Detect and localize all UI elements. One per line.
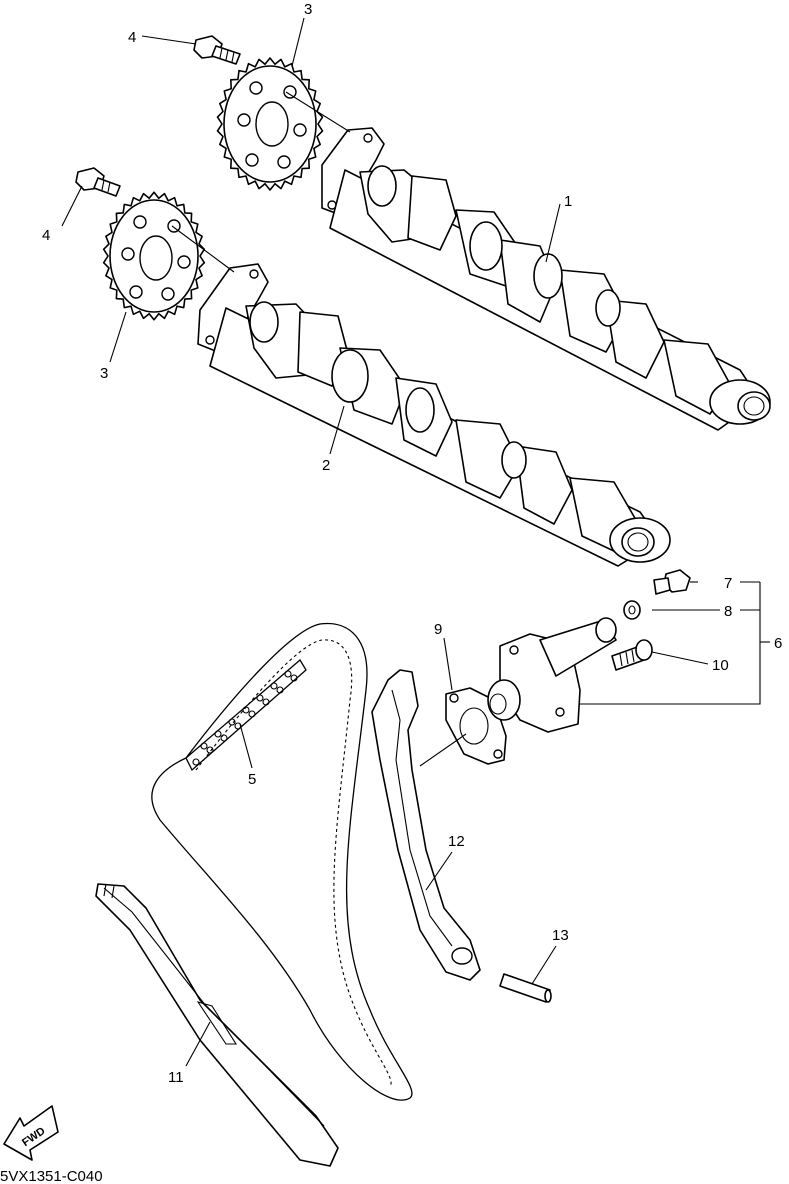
chain-guide-11 [95, 883, 339, 1167]
callout-10: 10 [712, 657, 729, 674]
timing-chain [151, 622, 413, 1101]
callout-5: 5 [248, 771, 256, 788]
chain-guide-12 [371, 669, 481, 981]
callout-4-top: 4 [128, 29, 136, 46]
cam-sprocket-top [216, 57, 324, 191]
leader-lines [61, 17, 770, 1067]
diagram-code: 5VX1351-C040 [0, 1168, 103, 1184]
callout-8: 8 [724, 603, 732, 620]
callout-12: 12 [448, 833, 465, 850]
sprocket-bolt-bottom [75, 167, 121, 197]
callout-7: 7 [724, 575, 732, 592]
callout-4-bottom: 4 [42, 227, 50, 244]
camshaft-1 [321, 127, 771, 431]
camshaft-2 [197, 263, 671, 567]
cam-sprocket-bottom [102, 191, 206, 321]
tensioner-bolt-10 [611, 639, 653, 671]
chain-links [192, 670, 298, 766]
callout-11: 11 [168, 1069, 184, 1086]
callout-2: 2 [322, 457, 330, 474]
callout-9: 9 [434, 621, 442, 638]
callout-3-bottom: 3 [100, 365, 108, 382]
callout-1: 1 [564, 193, 572, 210]
chain-tensioner-6 [487, 617, 617, 733]
tensioner-bolt-7 [653, 569, 691, 595]
callout-6: 6 [774, 635, 782, 652]
pin-13 [499, 973, 552, 1003]
fwd-arrow-icon: FWD [3, 1105, 59, 1161]
sprocket-bolt-top [193, 35, 241, 65]
callout-13: 13 [552, 927, 569, 944]
callout-3-top: 3 [304, 1, 312, 18]
washer-8 [623, 600, 641, 620]
